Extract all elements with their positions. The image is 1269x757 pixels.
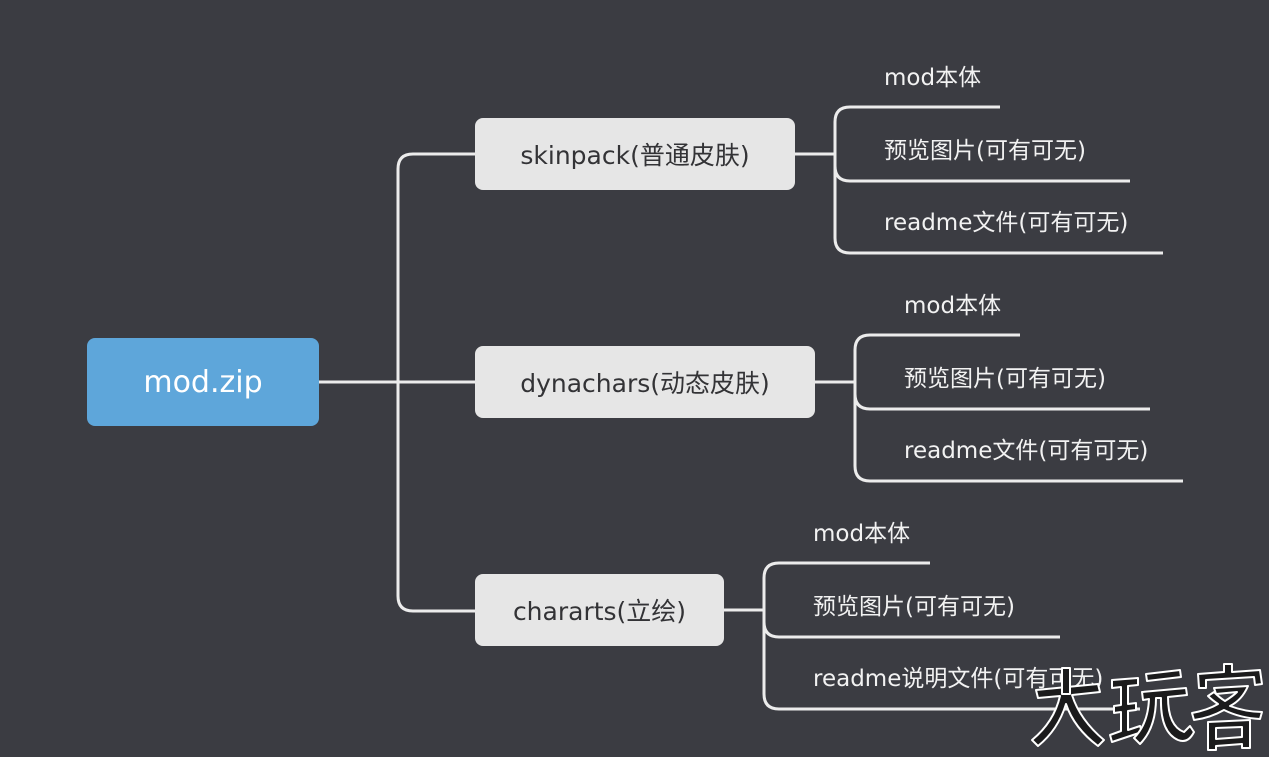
leaf-node-chararts-preview[interactable]: 预览图片(可有可无) [813,592,1015,622]
leaf-node-dynachars-mod-body[interactable]: mod本体 [904,291,1001,321]
leaf-label: mod本体 [904,293,1002,319]
leaf-label: readme文件(可有可无) [904,438,1149,464]
branch-node-skinpack[interactable]: skinpack(普通皮肤) [475,118,795,190]
leaf-node-skinpack-preview[interactable]: 预览图片(可有可无) [884,136,1086,166]
root-node[interactable]: mod.zip [87,338,319,426]
leaf-label: 预览图片(可有可无) [884,138,1086,164]
connector-skinpack-leaf-2 [833,165,1130,183]
root-node-label: mod.zip [143,364,263,400]
watermark-logo [1031,663,1263,751]
leaf-node-dynachars-preview[interactable]: 预览图片(可有可无) [904,364,1106,394]
connector-skinpack-leaves [833,105,1163,255]
connector-dynachars-leaf-2 [853,393,1150,411]
leaf-label: 预览图片(可有可无) [904,366,1106,392]
branch-node-label: chararts(立绘) [512,597,687,626]
connector-dynachars-leaves [853,333,1183,483]
leaf-label: 预览图片(可有可无) [813,594,1015,620]
leaf-node-skinpack-readme[interactable]: readme文件(可有可无) [884,208,1128,238]
connector-chararts-leaves [762,561,1140,711]
connector-chararts-leaf-2 [762,621,1060,639]
branch-node-label: skinpack(普通皮肤) [520,141,750,170]
leaf-label: mod本体 [813,521,911,547]
branch-node-dynachars[interactable]: dynachars(动态皮肤) [475,346,815,418]
leaf-label: mod本体 [884,65,982,91]
leaf-label: readme文件(可有可无) [884,210,1129,236]
branch-node-label: dynachars(动态皮肤) [520,369,770,398]
leaf-node-dynachars-readme[interactable]: readme文件(可有可无) [904,436,1148,466]
branch-node-chararts[interactable]: chararts(立绘) [475,574,724,646]
leaf-node-skinpack-mod-body[interactable]: mod本体 [884,63,981,93]
leaf-node-chararts-mod-body[interactable]: mod本体 [813,519,910,549]
